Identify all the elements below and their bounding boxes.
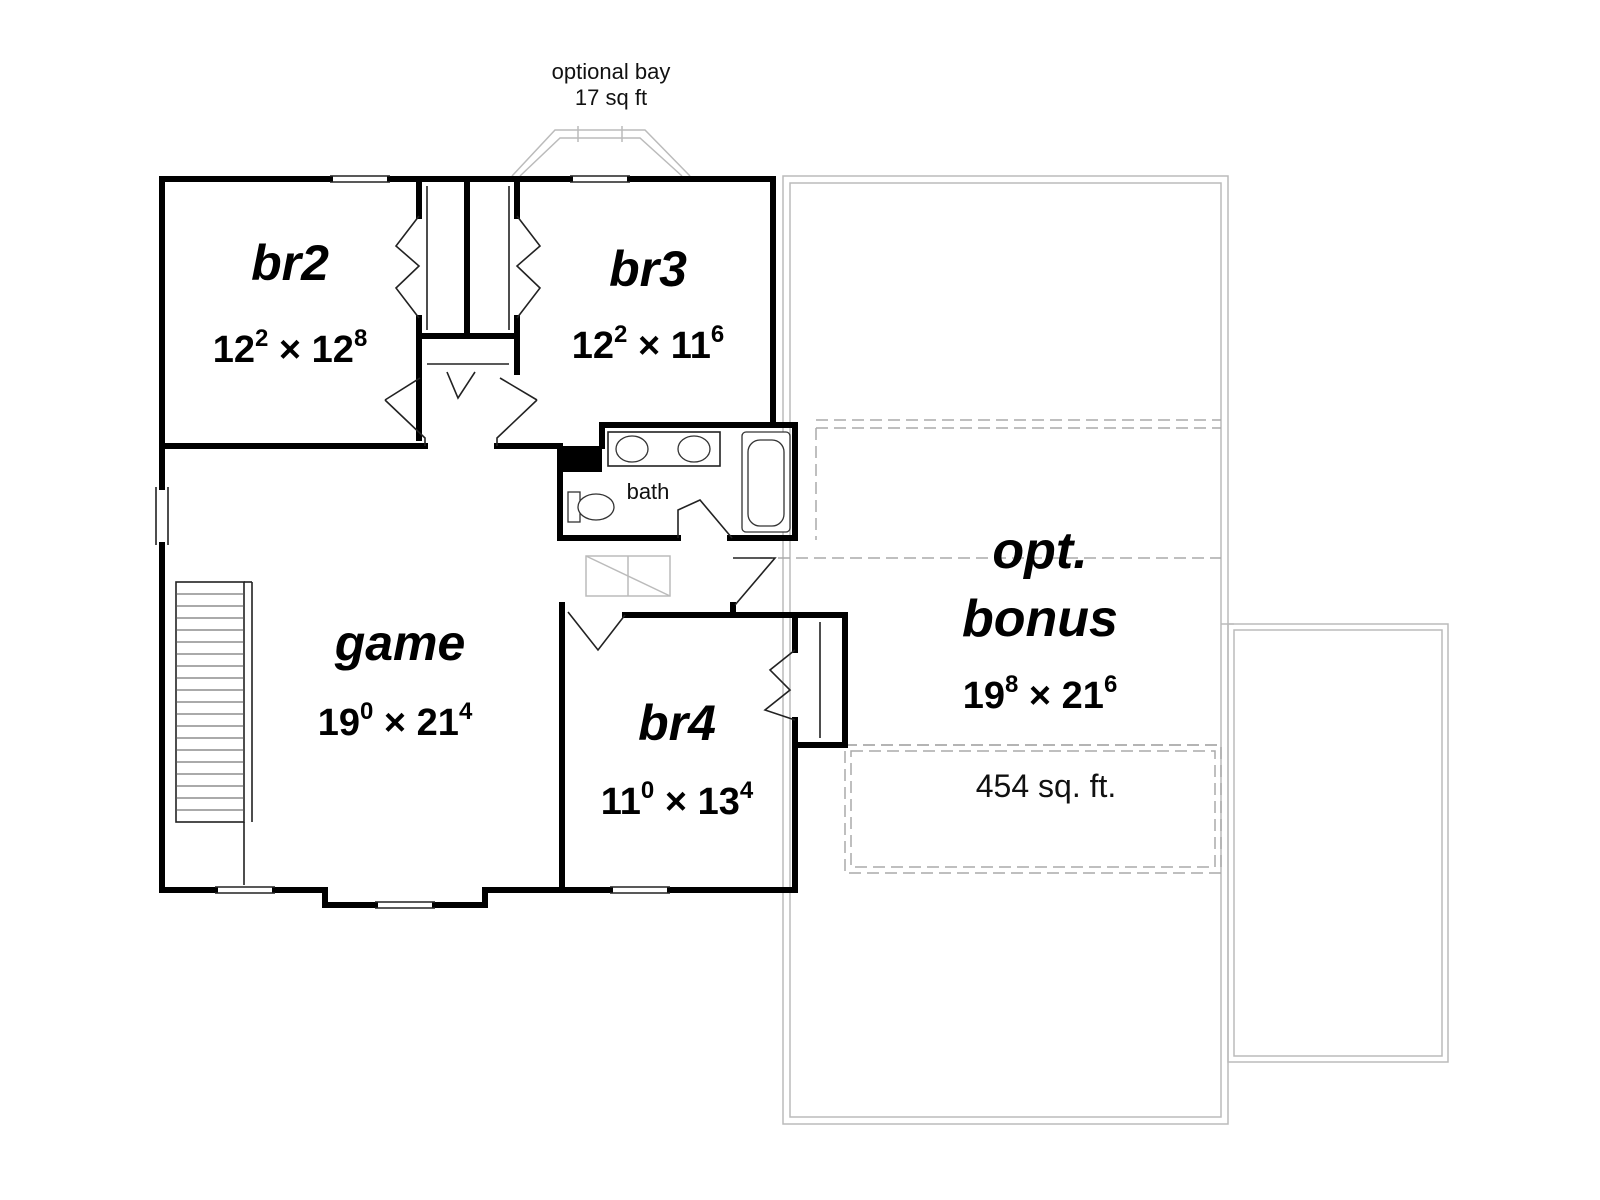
room-dimensions-bonus: 198 × 216	[963, 671, 1118, 717]
room-br3: br3 122 × 116	[572, 241, 725, 367]
room-dimensions-br4: 110 × 134	[601, 777, 754, 823]
room-name-br4: br4	[638, 695, 716, 751]
room-name-bonus-line2: bonus	[962, 590, 1118, 648]
optional-bay-label: optional bay 17 sq ft	[552, 59, 671, 110]
room-dimensions-game: 190 × 214	[318, 698, 473, 744]
room-br4: br4 110 × 134	[601, 695, 754, 823]
room-name-br3: br3	[609, 241, 687, 297]
room-name-game: game	[334, 615, 466, 671]
optional-bay-area: 17 sq ft	[575, 85, 647, 110]
garage-outline	[782, 175, 1449, 1125]
bonus-room-outline	[760, 419, 1222, 874]
bath-fixtures	[567, 431, 791, 597]
room-optional-bonus: opt. bonus 198 × 216 454 sq. ft.	[962, 522, 1118, 804]
staircase	[175, 581, 253, 885]
room-name-bath: bath	[627, 479, 670, 504]
room-area-bonus: 454 sq. ft.	[976, 768, 1117, 804]
room-br2: br2 122 × 128	[213, 235, 368, 371]
room-name-bonus-line1: opt.	[992, 522, 1087, 580]
room-name-br2: br2	[251, 235, 329, 291]
optional-bay-title: optional bay	[552, 59, 671, 84]
exterior-walls	[155, 175, 798, 909]
room-bath: bath	[627, 479, 670, 504]
doors	[384, 215, 796, 721]
room-game: game 190 × 214	[318, 615, 473, 744]
optional-bay	[511, 126, 691, 177]
room-dimensions-br3: 122 × 116	[572, 321, 725, 367]
room-dimensions-br2: 122 × 128	[213, 325, 368, 371]
interior-walls	[159, 176, 848, 893]
